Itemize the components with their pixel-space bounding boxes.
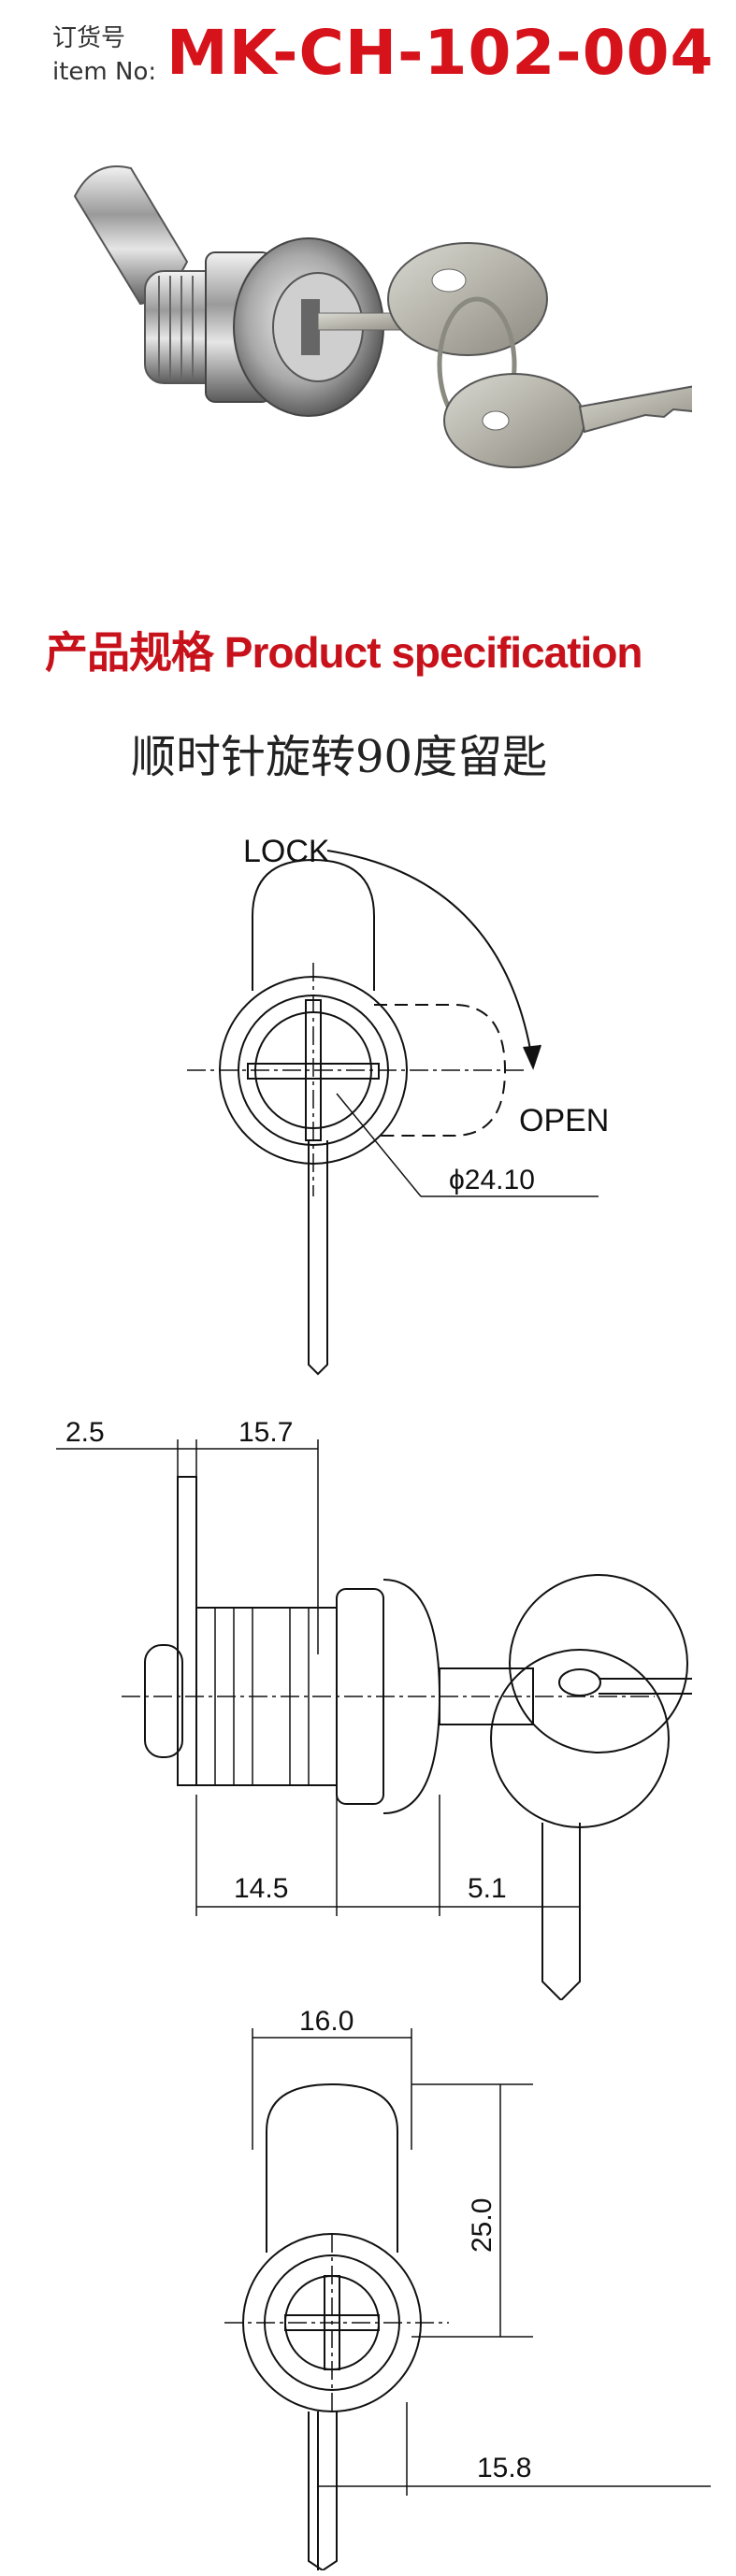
front-dim-drawing: 16.0 25.0 15.8 [224, 2010, 711, 2570]
spec-subtitle: 顺时针旋转90度留匙 [131, 731, 548, 783]
dim-bottom-right: 5.1 [468, 1873, 507, 1904]
dim-width: 16.0 [299, 2010, 354, 2037]
lock-label: LOCK [243, 834, 330, 869]
dim-top-right: 15.7 [238, 1421, 293, 1448]
open-label: OPEN [519, 1103, 609, 1138]
diameter-label: ϕ24.10 [449, 1165, 535, 1195]
dim-bottom-left: 14.5 [234, 1873, 288, 1904]
product-photo [73, 165, 692, 468]
front-view-drawing: LOCK OPEN ϕ24.10 [187, 834, 609, 1376]
spec-heading: 产品规格 Product specification [45, 628, 643, 677]
dim-top-left: 2.5 [65, 1421, 105, 1448]
item-label-cn: 订货号 [52, 24, 126, 52]
dim-bottom: 15.8 [477, 2453, 531, 2483]
item-number: MK-CH-102-004 [166, 17, 714, 89]
side-view-drawing: 2.5 15.7 14.5 5.1 [56, 1421, 692, 2000]
dim-height: 25.0 [467, 2198, 498, 2253]
item-label-en: item No: [52, 58, 157, 86]
